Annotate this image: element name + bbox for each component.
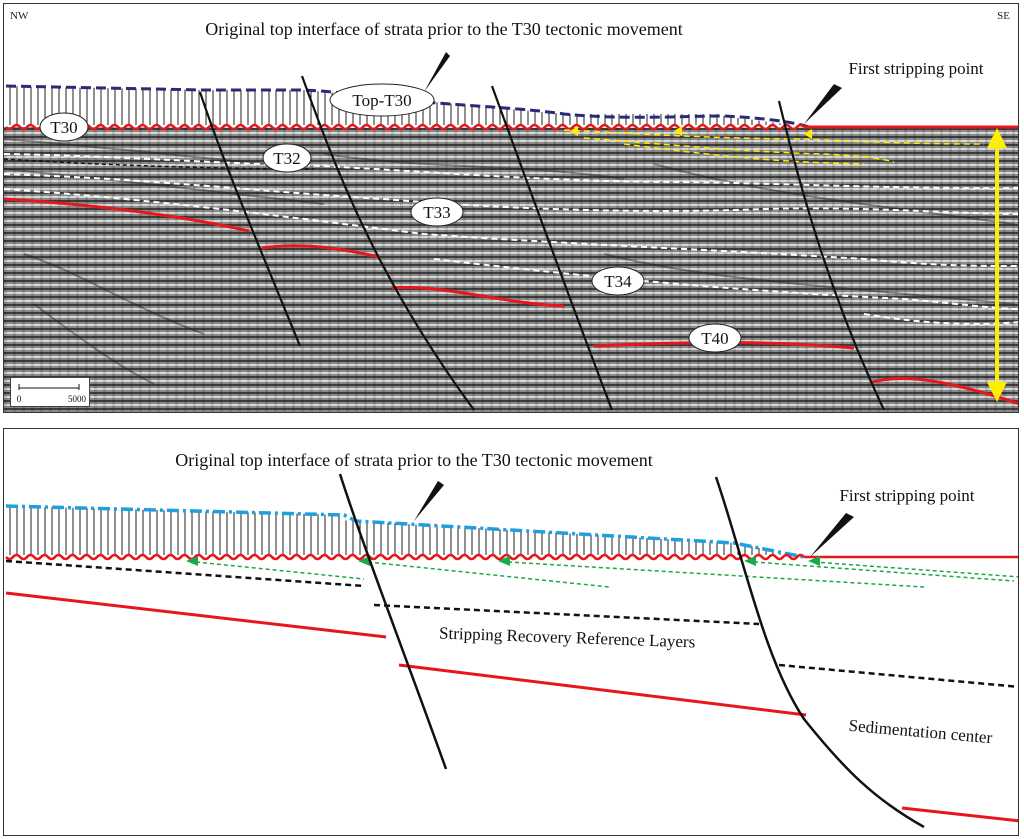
bottom-fault-lines xyxy=(338,473,925,829)
nw-orientation-label: NW xyxy=(10,10,29,22)
lower-red-horizon xyxy=(5,591,1018,823)
t32-label: T32 xyxy=(273,149,300,168)
green-arrowheads xyxy=(186,556,820,566)
bottom-panel-title: Original top interface of strata prior t… xyxy=(175,450,653,470)
t30-unconformity-line xyxy=(5,123,805,131)
yellow-arrowheads xyxy=(570,126,812,139)
fault-lines xyxy=(198,75,885,411)
se-orientation-label: SE xyxy=(997,10,1010,22)
bottom-title-callout-pointer xyxy=(414,481,444,521)
original-top-interface-line xyxy=(5,84,810,129)
scale-start-label: 0 xyxy=(17,394,22,404)
reference-layer-lines xyxy=(5,559,1018,689)
reference-layers-label: Stripping Recovery Reference Layers xyxy=(439,624,696,652)
stripping-callout-pointer xyxy=(804,84,842,124)
scale-bar-graphic: 0 5000 xyxy=(17,384,87,404)
scale-bar: 0 5000 xyxy=(10,377,90,407)
top-first-stripping-label: First stripping point xyxy=(848,59,983,78)
top-t30-label: Top-T30 xyxy=(352,91,411,110)
restoration-model-svg: Original top interface of strata prior t… xyxy=(5,450,1018,829)
bottom-original-top-line xyxy=(5,504,805,559)
t40-label: T40 xyxy=(701,329,728,348)
scale-end-label: 5000 xyxy=(68,394,87,404)
seismic-profile-svg: Top-T30 T30 T32 T33 T34 T40 Original top… xyxy=(4,19,1018,412)
horizon-label-ovals xyxy=(39,83,742,353)
bottom-stripping-sticks xyxy=(9,506,802,557)
t30-label: T30 xyxy=(50,118,77,137)
restoration-model-panel: Original top interface of strata prior t… xyxy=(3,428,1019,836)
title-callout-pointer xyxy=(424,52,450,92)
seismic-section xyxy=(4,127,1018,412)
bottom-t30-unconformity xyxy=(5,553,805,561)
yellow-thickness-arrow xyxy=(987,128,1007,402)
bottom-first-stripping-label: First stripping point xyxy=(839,486,974,505)
top-panel-title: Original top interface of strata prior t… xyxy=(205,19,683,39)
white-dashed-horizons xyxy=(4,153,1018,325)
t33-label: T33 xyxy=(423,203,450,222)
seismic-profile-panel: Top-T30 T30 T32 T33 T34 T40 Original top… xyxy=(3,3,1019,413)
t34-label: T34 xyxy=(604,272,632,291)
sedimentation-center-label: Sedimentation center xyxy=(848,716,993,748)
green-recovery-arrows xyxy=(195,561,1018,588)
yellow-dashed-lines xyxy=(563,129,985,165)
bottom-stripping-callout-pointer xyxy=(810,513,854,557)
